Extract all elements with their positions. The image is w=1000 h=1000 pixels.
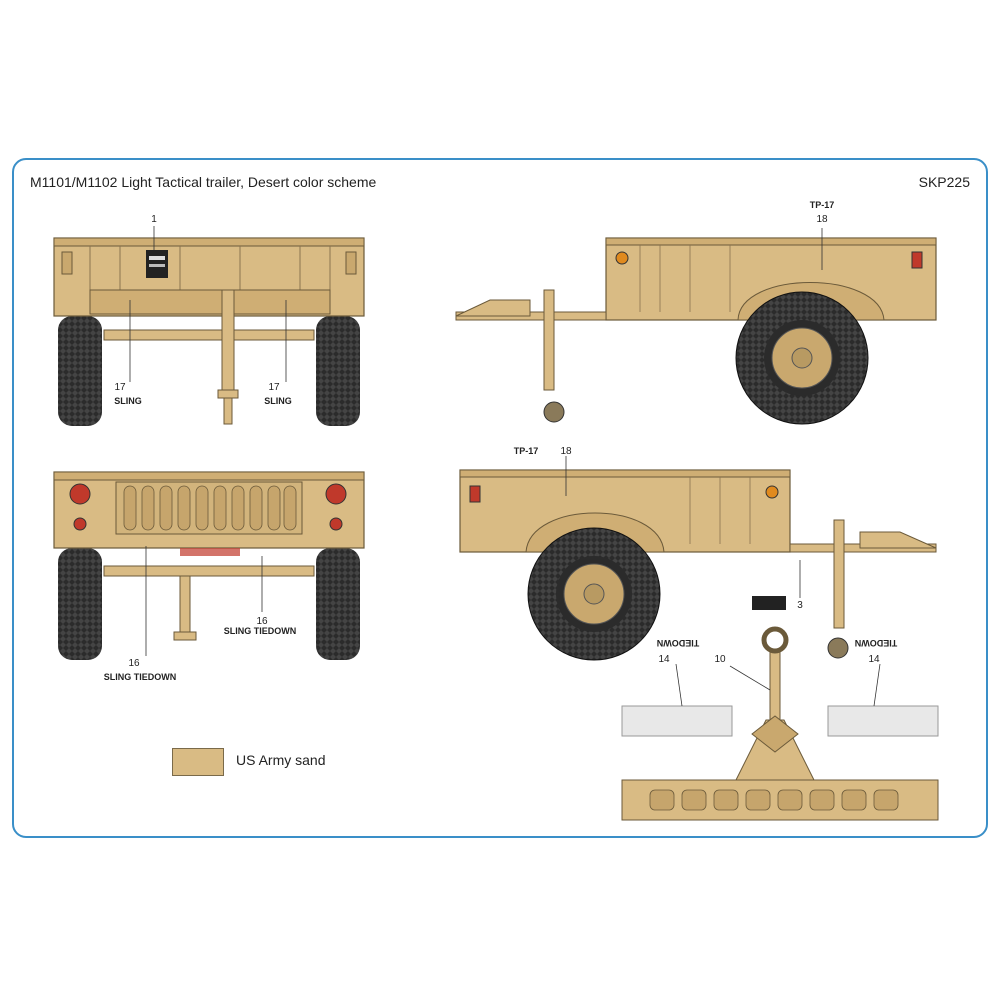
stencil-tp17-top: TP-17 bbox=[810, 200, 835, 210]
front-right-tire bbox=[316, 316, 360, 426]
tail-light-left bbox=[69, 483, 91, 505]
stencil-tiedown-mirrored-left: TIEDOWN bbox=[657, 638, 700, 648]
callout-16-left: 16 bbox=[128, 658, 140, 669]
tail-light-right bbox=[325, 483, 347, 505]
legend-swatch-us-army-sand bbox=[172, 748, 224, 776]
callout-3: 3 bbox=[797, 600, 803, 611]
page-title: M1101/M1102 Light Tactical trailer, Dese… bbox=[30, 174, 377, 190]
front-view bbox=[53, 226, 365, 426]
rear-view bbox=[53, 471, 365, 660]
left-side-view bbox=[459, 456, 937, 661]
stencil-sling-tiedown-right: SLING TIEDOWN bbox=[224, 626, 297, 636]
front-left-tire bbox=[58, 316, 102, 426]
callout-18-mid: 18 bbox=[560, 446, 572, 457]
callout-16-right: 16 bbox=[256, 616, 268, 627]
stencil-sling-right: SLING bbox=[264, 396, 292, 406]
stencil-tiedown-mirrored-right: TIEDOWN bbox=[855, 638, 898, 648]
callout-10: 10 bbox=[714, 654, 726, 665]
top-detail-view bbox=[621, 626, 939, 821]
callout-14-left: 14 bbox=[658, 654, 670, 665]
rear-right-tire bbox=[316, 548, 360, 660]
data-plate-decal-small bbox=[752, 596, 786, 610]
legend-label-us-army-sand: US Army sand bbox=[236, 752, 326, 768]
callout-14-right: 14 bbox=[868, 654, 880, 665]
sheet-code: SKP225 bbox=[918, 174, 970, 190]
stencil-sling-left: SLING bbox=[114, 396, 142, 406]
stencil-tp17-mid: TP-17 bbox=[514, 446, 539, 456]
callout-17-left: 17 bbox=[114, 382, 126, 393]
callout-1: 1 bbox=[151, 214, 157, 225]
right-side-view bbox=[455, 228, 937, 425]
rear-left-tire bbox=[58, 548, 102, 660]
callout-18-top: 18 bbox=[816, 214, 828, 225]
callout-17-right: 17 bbox=[268, 382, 280, 393]
stencil-sling-tiedown-left: SLING TIEDOWN bbox=[104, 672, 177, 682]
